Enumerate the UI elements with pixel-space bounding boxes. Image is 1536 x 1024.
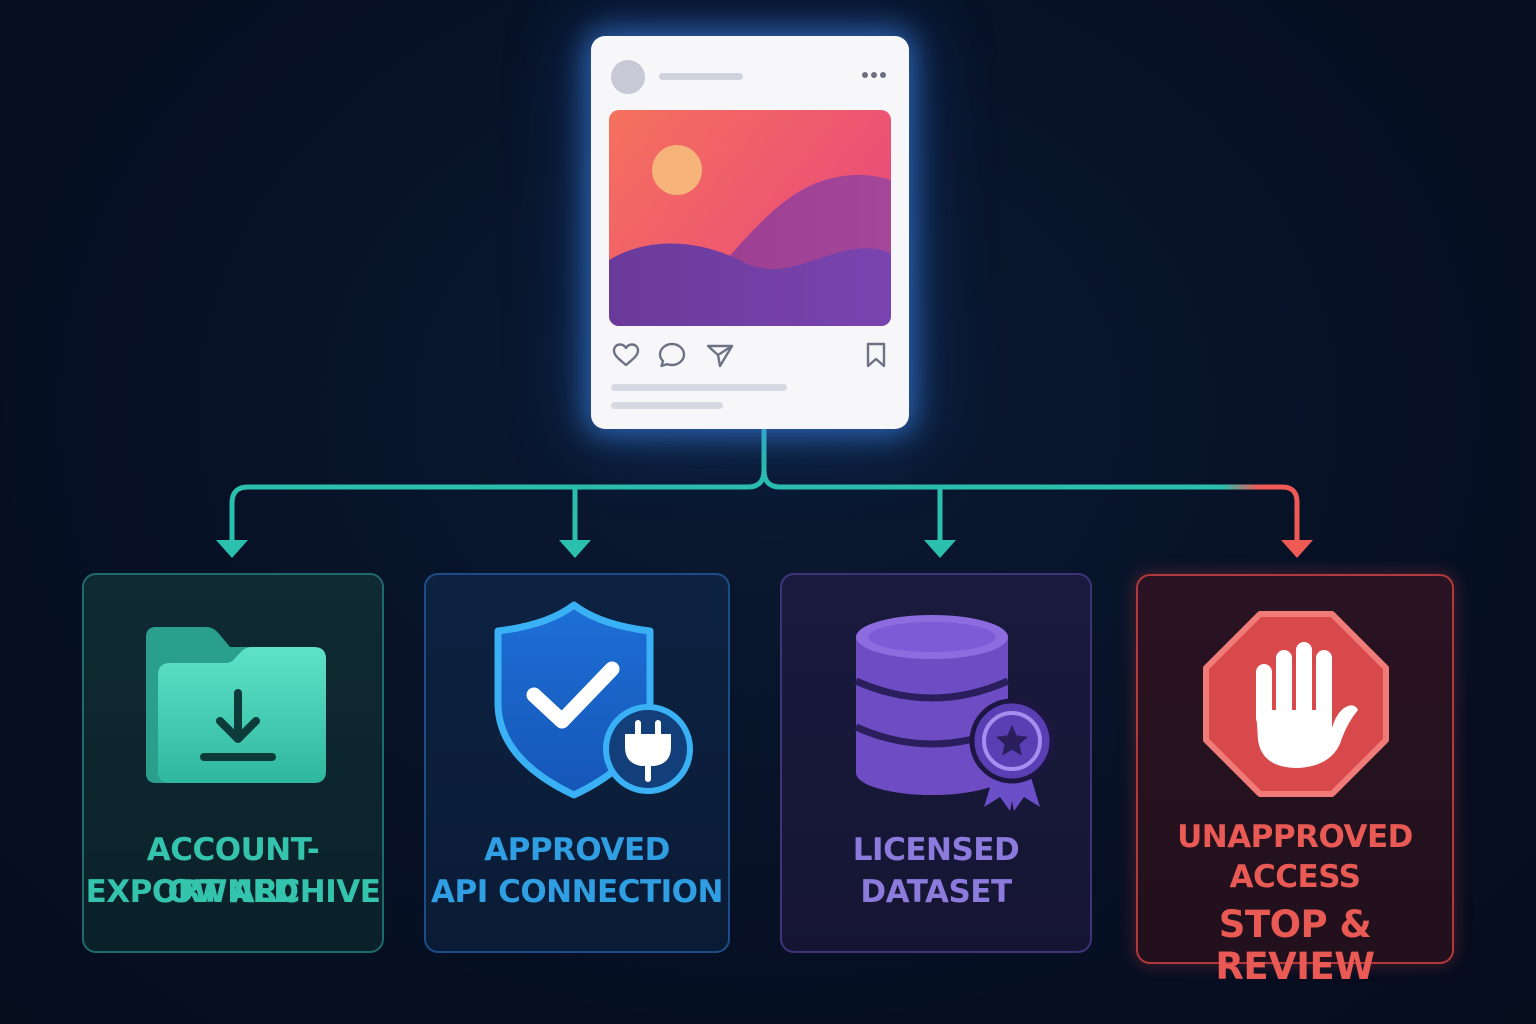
option-label-line: DATASET (860, 874, 1012, 910)
option-unapproved-access[interactable]: UNAPPROVED ACCESS STOP & REVIEW (1136, 574, 1454, 988)
option-label-line: LICENSED (852, 832, 1020, 868)
post-actions (609, 340, 891, 370)
avatar (611, 60, 645, 94)
bookmark-icon[interactable] (861, 340, 891, 370)
landscape-image (609, 110, 891, 326)
caption-placeholder-line (611, 402, 723, 409)
share-icon[interactable] (705, 340, 735, 370)
option-label-line: ACCESS (1229, 859, 1361, 895)
heart-icon[interactable] (611, 340, 641, 370)
arrowhead-unapproved (1281, 540, 1313, 558)
option-label-line: EXPORT ARCHIVE (85, 874, 381, 910)
arrowhead-api (559, 540, 591, 558)
folder-download-icon (146, 627, 326, 783)
stop-hand-icon (1203, 611, 1389, 797)
option-label-line: UNAPPROVED (1177, 819, 1413, 855)
username-placeholder (659, 73, 743, 80)
comment-icon[interactable] (657, 340, 687, 370)
shield-check-plug-icon (494, 601, 693, 799)
more-icon (862, 72, 886, 78)
option-api-connection[interactable]: APPROVED API CONNECTION (424, 573, 730, 953)
caption-placeholder-line (611, 384, 787, 391)
option-label-line: APPROVED (484, 832, 670, 868)
option-export-archive[interactable]: ACCOUNT-OWNED EXPORT ARCHIVE (82, 573, 384, 953)
option-label-line: ACCOUNT-OWNED (146, 832, 320, 910)
arrowhead-export (216, 540, 248, 558)
social-post-card (591, 36, 909, 429)
database-badge-icon (854, 615, 1054, 811)
option-licensed-dataset[interactable]: LICENSED DATASET (780, 573, 1092, 953)
stop-review-label: STOP & REVIEW (1215, 903, 1375, 988)
arrowhead-dataset (924, 540, 956, 558)
option-label-line: API CONNECTION (431, 874, 723, 910)
